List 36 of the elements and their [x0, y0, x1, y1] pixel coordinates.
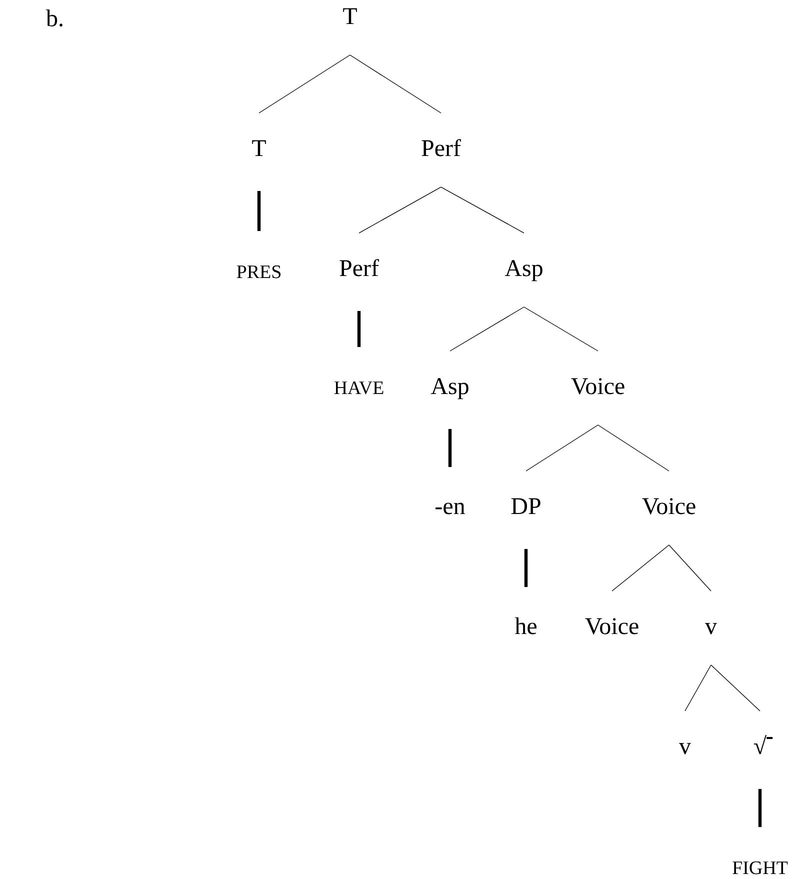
tree-branch: [668, 544, 712, 592]
tree-label: Voice: [585, 618, 638, 634]
tree-label: he: [514, 617, 536, 634]
tree-label: Voice: [571, 378, 624, 394]
tree-label: Asp: [504, 260, 542, 282]
tree-label: Voice: [642, 498, 696, 514]
tree-branch: [758, 789, 762, 827]
tree-label: √: [754, 735, 773, 754]
tree-branch: [524, 549, 528, 587]
tree-branch: [357, 311, 361, 347]
tree-branch: [448, 429, 452, 467]
tree-branch: [350, 54, 442, 114]
tree-branch: [257, 191, 261, 231]
tree-branch: [524, 306, 598, 352]
tree-branch: [440, 186, 524, 234]
tree-label: PRES: [236, 265, 281, 278]
tree-branch: [612, 544, 670, 592]
example-label: b.: [46, 10, 62, 26]
tree-branch: [358, 186, 442, 234]
tree-label: T: [252, 140, 266, 156]
tree-branch: [258, 54, 350, 114]
tree-label: Asp: [430, 378, 468, 400]
tree-label: T: [343, 8, 357, 24]
tree-branch: [684, 664, 712, 712]
tree-branch: [598, 424, 670, 472]
tree-label: -en: [436, 502, 465, 514]
tree-branch: [526, 424, 598, 472]
tree-label: DP: [511, 498, 540, 514]
tree-label: v: [679, 743, 691, 754]
tree-branch: [450, 306, 524, 352]
tree-label: HAVE: [334, 381, 384, 394]
tree-label: FIGHT: [732, 861, 788, 874]
tree-branch: [710, 664, 760, 712]
tree-label: Perf: [340, 259, 379, 276]
tree-label: Perf: [422, 139, 461, 156]
tree-label: v: [705, 623, 717, 634]
